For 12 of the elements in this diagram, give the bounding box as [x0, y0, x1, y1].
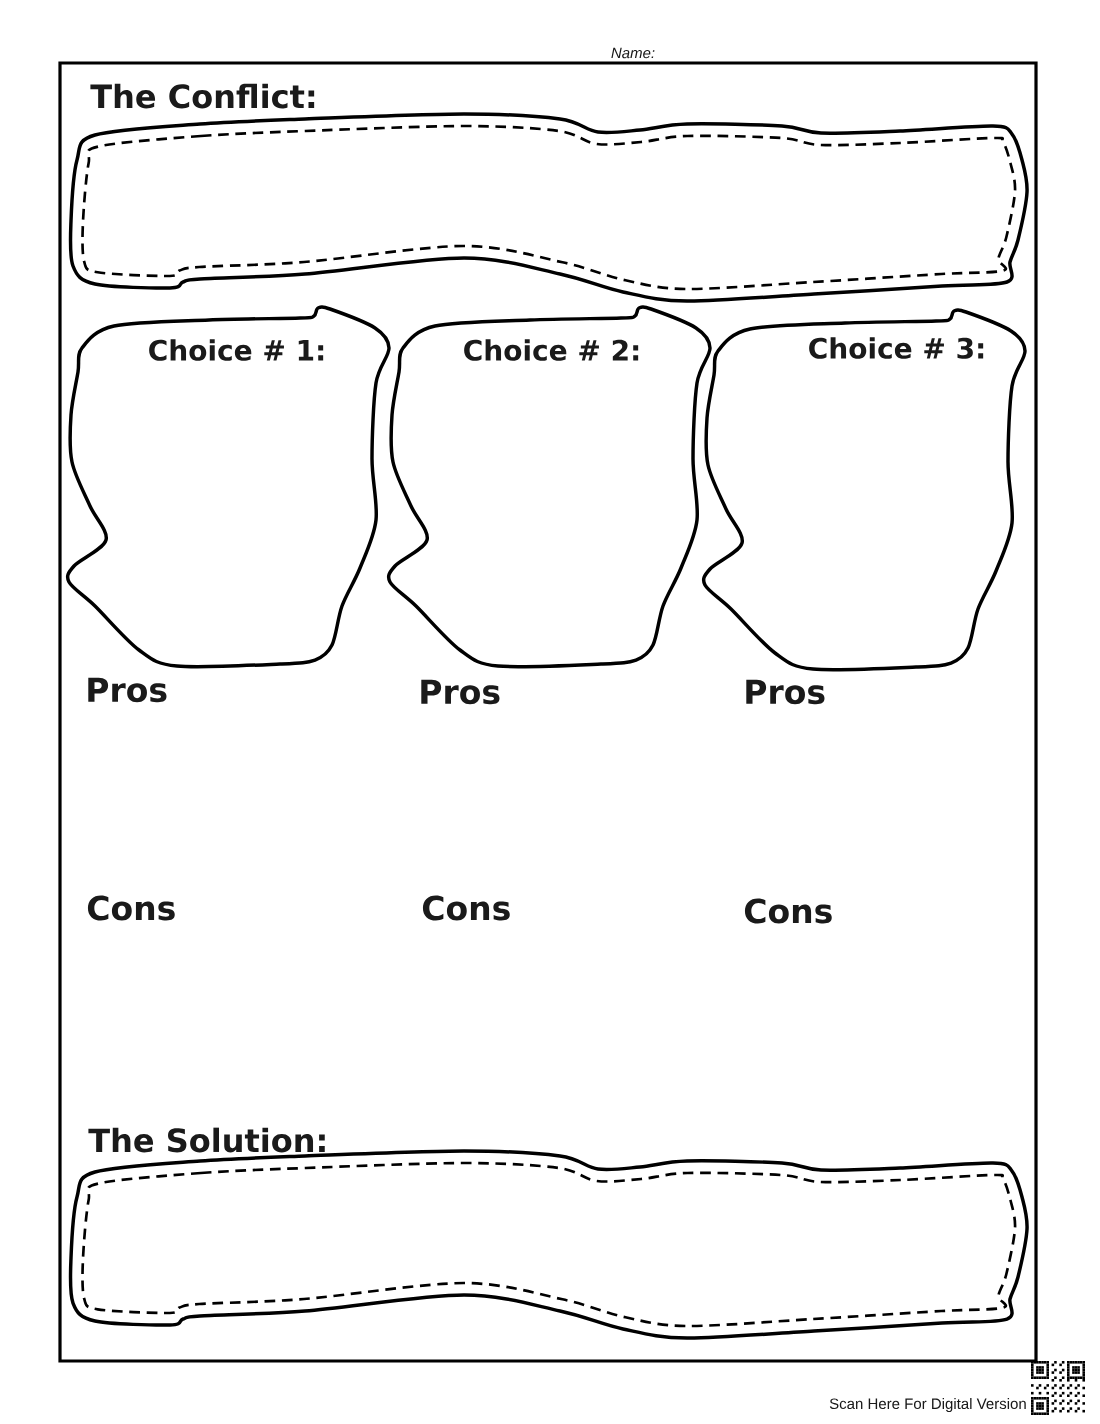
- section-label: Cons: [744, 898, 832, 924]
- heading: The Solution:: [88, 1127, 325, 1153]
- section-label: Cons: [422, 895, 510, 921]
- heading: The Conflict:: [90, 83, 315, 109]
- section-label: Pros: [746, 679, 825, 705]
- choice-box: Choice # 1:: [65, 305, 391, 669]
- choice-box: Choice # 3:: [701, 308, 1027, 672]
- section-label: Pros: [421, 679, 500, 705]
- name-label: Name:: [611, 47, 655, 59]
- choice-box: Choice # 2:: [386, 305, 712, 669]
- footer-text: Scan Here For Digital Version: [829, 1398, 1026, 1412]
- section-label: Cons: [87, 895, 175, 921]
